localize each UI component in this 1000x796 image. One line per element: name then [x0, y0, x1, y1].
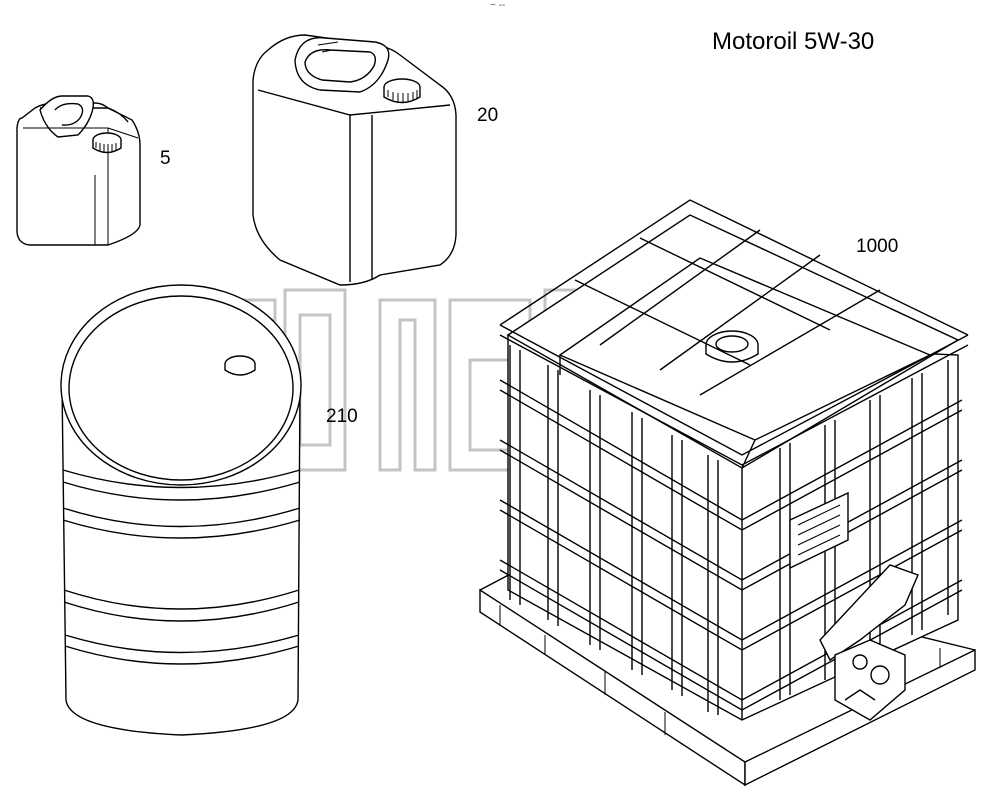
canister-large-label: 20 [477, 105, 499, 126]
drum-drawing [60, 284, 302, 736]
top-mark: ~ -- [490, 0, 506, 11]
canister-small-drawing [16, 95, 141, 246]
canister-large-drawing [252, 34, 457, 286]
drum-label: 210 [326, 406, 358, 427]
page-title: Motoroil 5W-30 [712, 28, 875, 55]
ibc-tank-drawing [479, 199, 976, 787]
canister-small-label: 5 [160, 148, 171, 169]
ibc-tank-label: 1000 [856, 236, 899, 257]
